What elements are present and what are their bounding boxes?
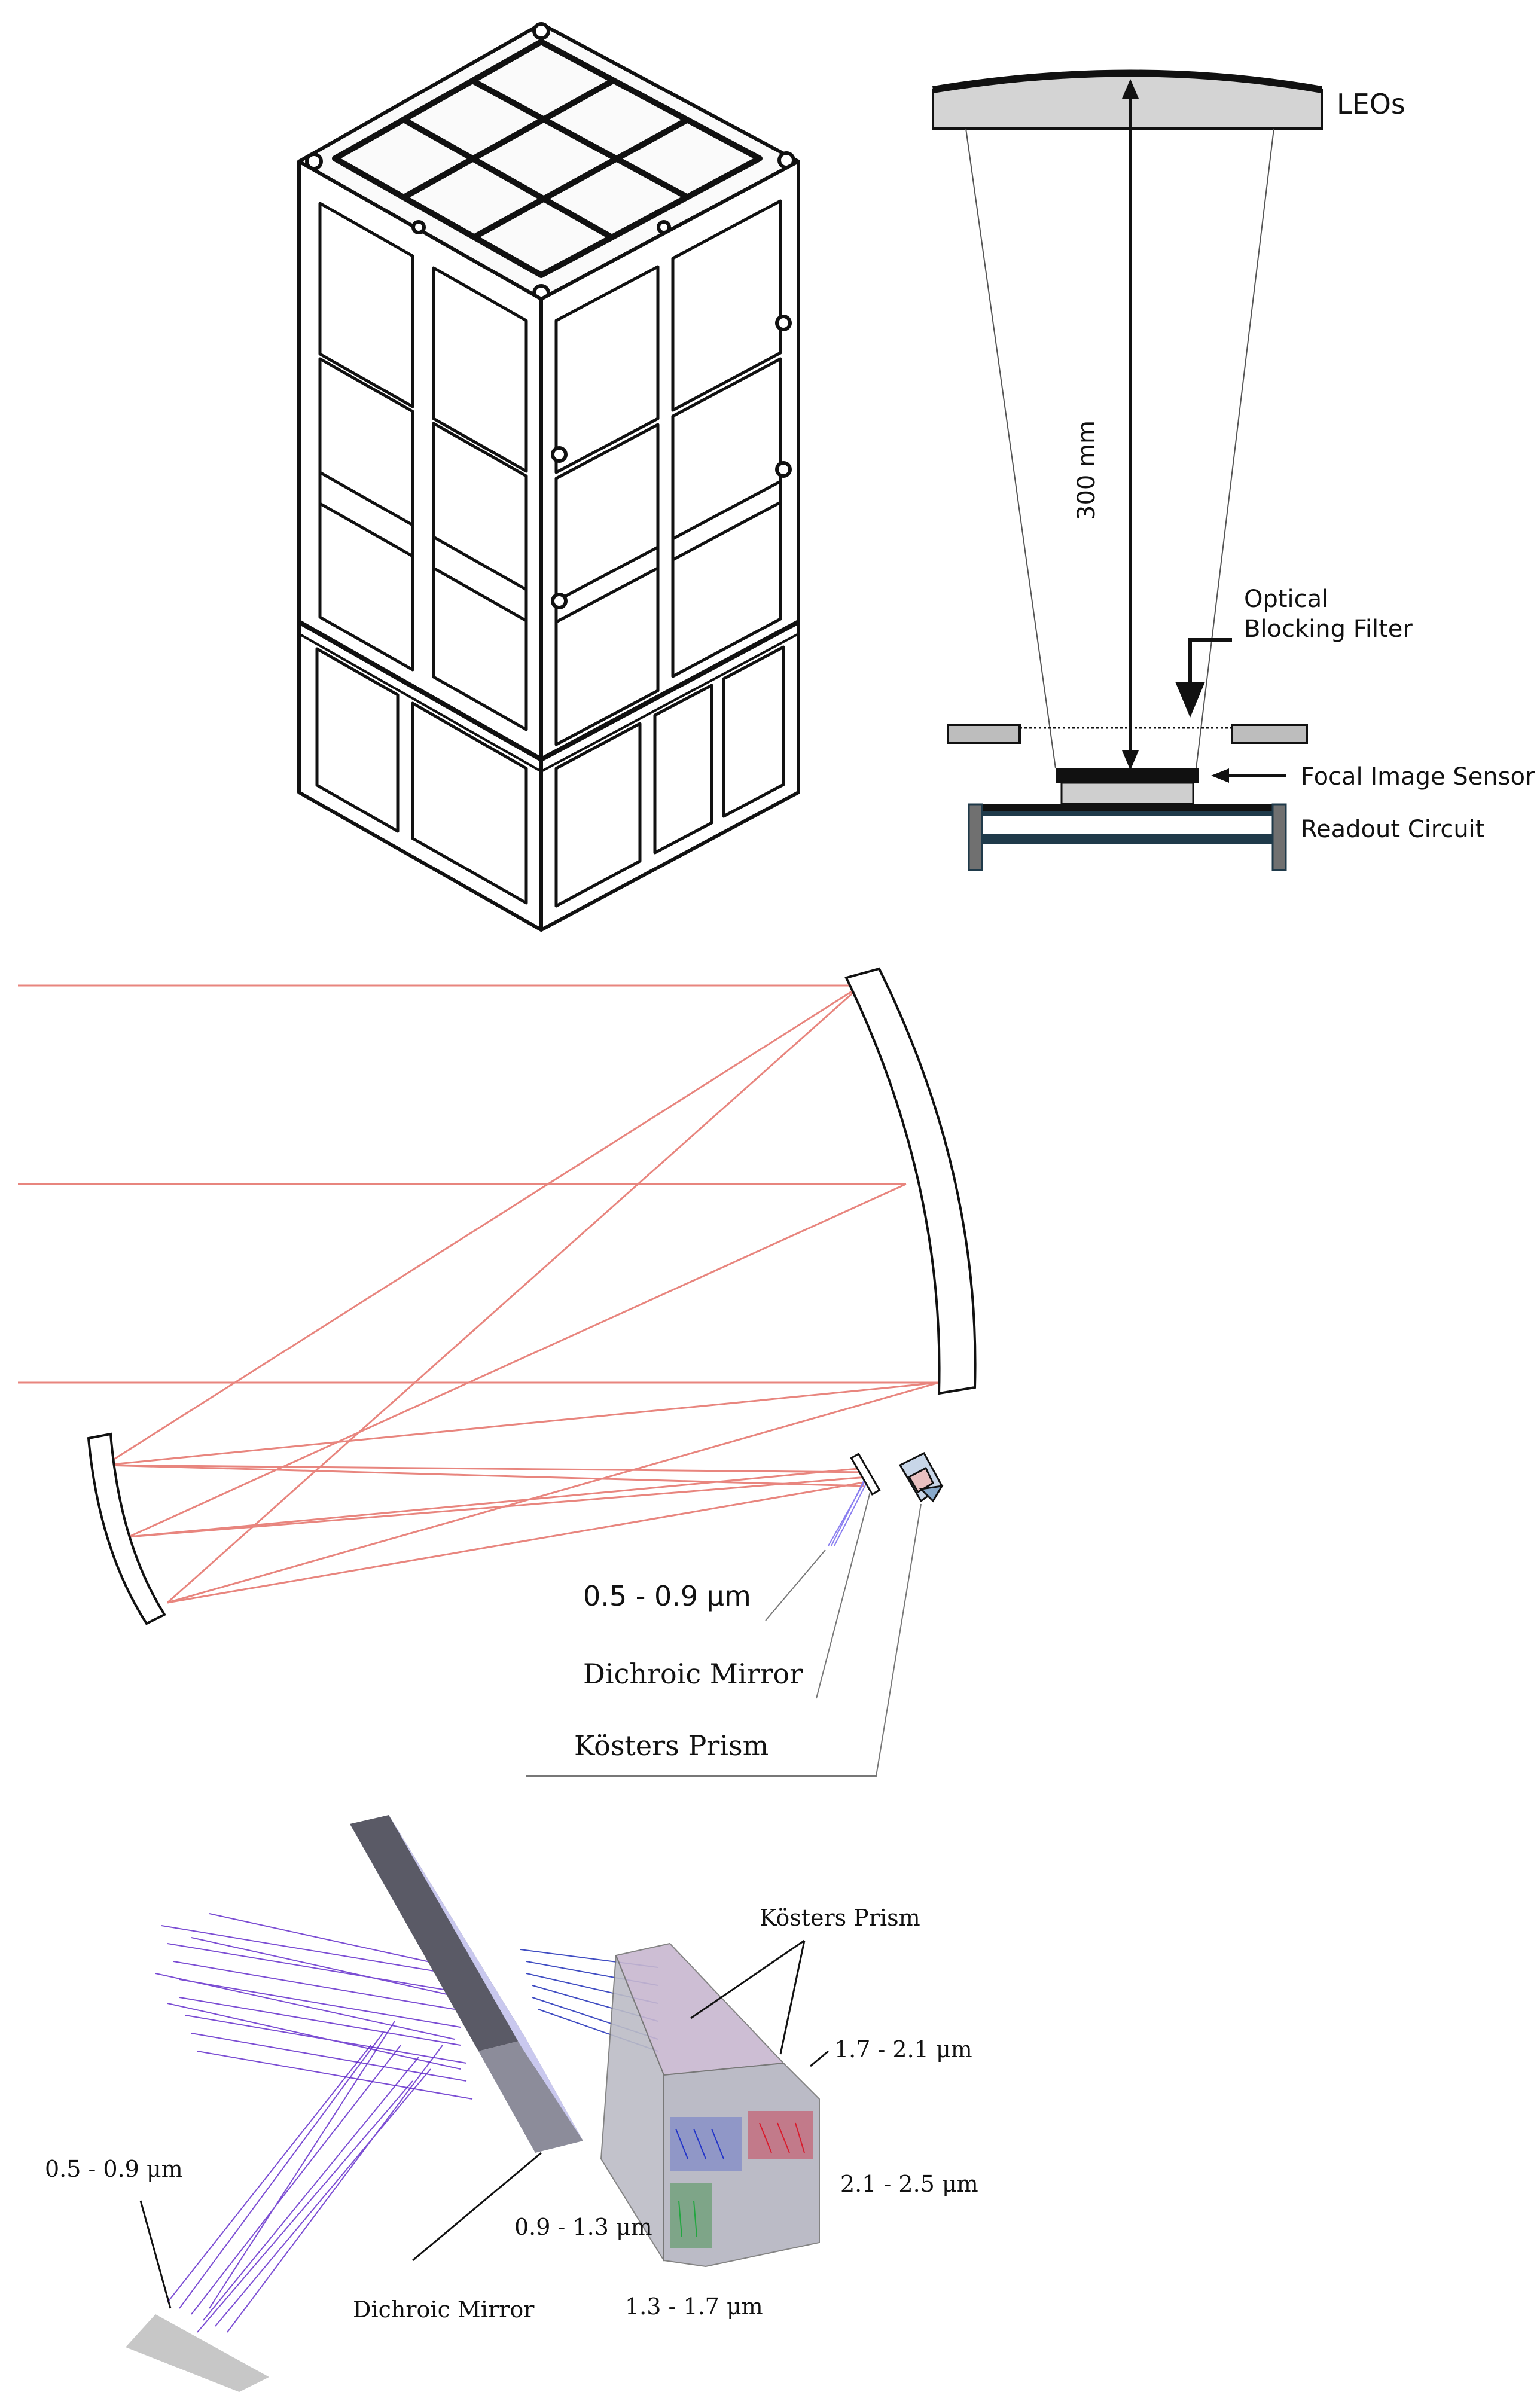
- filter-label-line2: Blocking Filter: [1244, 615, 1413, 643]
- dichroic-slab-edge: [389, 1815, 583, 2141]
- band-13-17: 1.3 - 1.7 μm: [625, 2293, 763, 2320]
- band-05-09: 0.5 - 0.9 μm: [45, 2156, 183, 2182]
- visible-detector: [126, 2314, 269, 2392]
- leos-label: LEOs: [1337, 88, 1405, 120]
- incoming-rays: [18, 984, 940, 1604]
- dichroic-label-3d: Dichroic Mirror: [353, 2296, 535, 2323]
- dichroic-mirror: [850, 1453, 881, 1496]
- reflected-ray-bundle: [167, 2021, 443, 2333]
- right-face-windows: [554, 199, 782, 746]
- dichroic-slab-top: [350, 1815, 526, 2051]
- aperture-right: [1231, 724, 1308, 744]
- dichroic-slab-face: [478, 2039, 583, 2153]
- kosters-prism: [898, 1452, 944, 1503]
- prism-label-3d: Kösters Prism: [760, 1905, 920, 1931]
- beam-splitter-3d: Kösters Prism 1.7 - 2.1 μm 2.1 - 2.5 μm …: [45, 1815, 978, 2392]
- incident-ray-bundle: [155, 1913, 473, 2100]
- left-face: [297, 160, 543, 932]
- left-face-windows: [318, 202, 528, 731]
- optical-schematic: LEOs 300 mm Optical Blocking Filter Foca…: [932, 69, 1535, 871]
- aperture-left: [947, 724, 1021, 744]
- lower-section-panels: [315, 645, 785, 908]
- band-17-21: 1.7 - 2.1 μm: [834, 2036, 972, 2063]
- band-09-13: 0.9 - 1.3 μm: [514, 2214, 652, 2240]
- prism-label: Kösters Prism: [574, 1729, 769, 1762]
- filter-label-line1: Optical: [1244, 585, 1328, 613]
- sensor-label: Focal Image Sensor: [1301, 763, 1535, 791]
- band-label: 0.5 - 0.9 μm: [583, 1580, 751, 1612]
- readout-label: Readout Circuit: [1301, 816, 1484, 843]
- kosters-prism-3d: [600, 1942, 820, 2268]
- focal-image-sensor: [1056, 768, 1199, 783]
- readout-circuit: [968, 803, 1287, 871]
- telescope-raytrace: 0.5 - 0.9 μm Dichroic Mirror Kösters Pri…: [18, 967, 977, 1777]
- primary-mirror: [844, 967, 977, 1395]
- filter-arrow-head: [1175, 682, 1205, 718]
- secondary-mirror: [87, 1432, 166, 1625]
- distance-label: 300 mm: [1073, 420, 1100, 520]
- right-face: [539, 160, 800, 932]
- dichroic-label: Dichroic Mirror: [583, 1658, 803, 1690]
- band-21-25: 2.1 - 2.5 μm: [840, 2171, 978, 2197]
- cubesat-structure: [297, 22, 800, 932]
